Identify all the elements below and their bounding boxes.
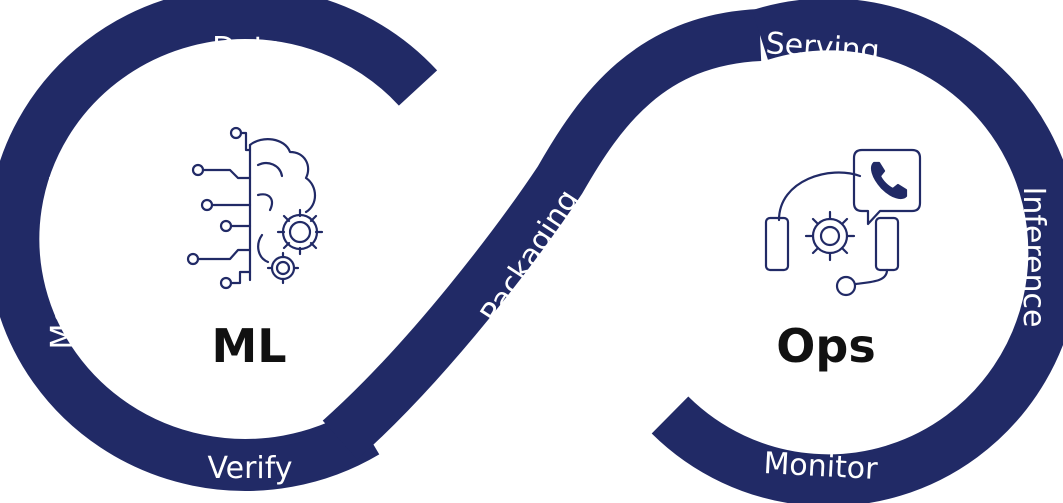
label-verify: Verify <box>207 451 292 486</box>
label-model-build: Model Build <box>45 175 80 350</box>
label-serving: Serving <box>765 26 881 69</box>
label-inference: Inference <box>1016 187 1051 328</box>
left-loop-band <box>0 0 438 491</box>
label-data: Data <box>212 31 284 66</box>
headset-support-icon <box>764 148 922 297</box>
label-monitor: Monitor <box>763 446 879 487</box>
brain-gears-icon <box>186 126 324 290</box>
center-label-ops: Ops <box>776 319 875 373</box>
connector-band <box>322 9 762 460</box>
right-loop-band <box>651 0 1063 503</box>
center-label-ml: ML <box>211 319 286 373</box>
